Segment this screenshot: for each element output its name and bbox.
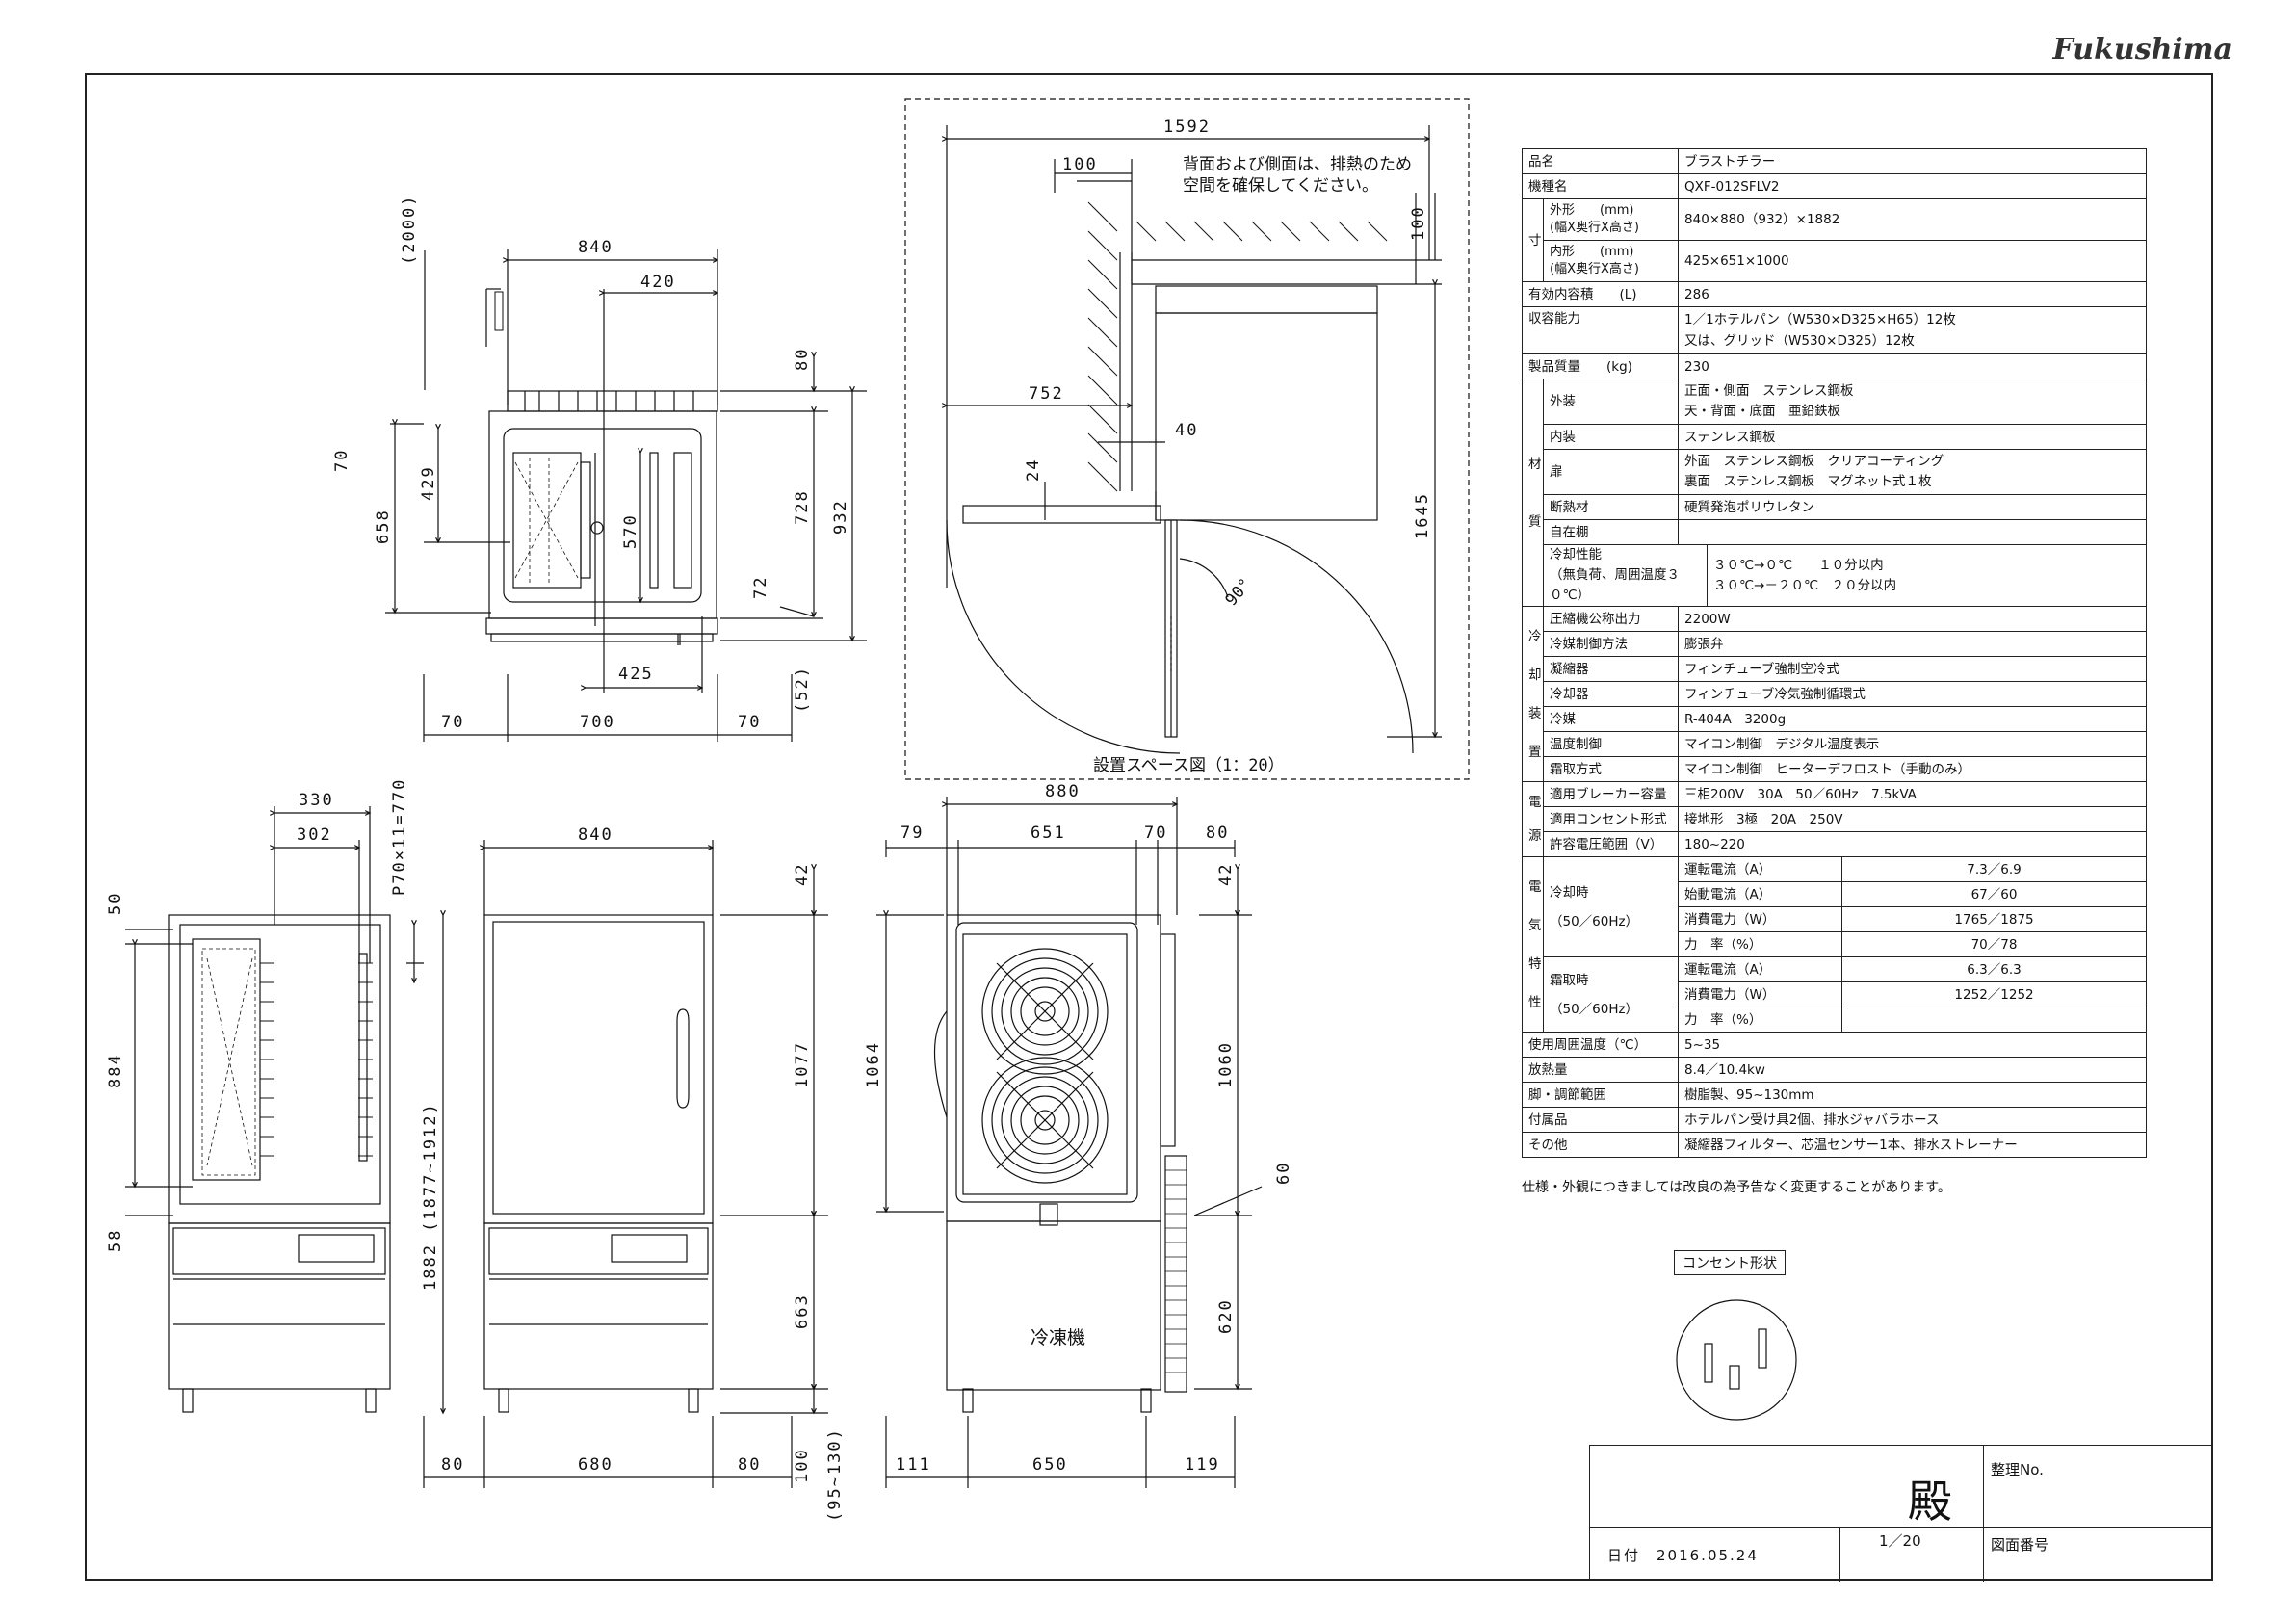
control-number-label: 整理No. [1991, 1461, 2044, 1478]
plan-dim-570: 570 [621, 513, 640, 549]
dim-1592: 1592 [1163, 118, 1211, 137]
plan-dim-932: 932 [831, 499, 850, 535]
scale-label: 1／20 [1879, 1532, 1921, 1550]
side-dim-111: 111 [896, 1455, 931, 1475]
front-dim-80-b: 80 [738, 1455, 761, 1475]
side-dim-880: 880 [1045, 782, 1081, 801]
side-dim-42: 42 [1216, 863, 1236, 886]
front-dim-100: 100 [793, 1448, 812, 1483]
front-dim-1077: 1077 [793, 1041, 812, 1088]
drawing-number-label: 図面番号 [1991, 1536, 2049, 1554]
side-dim-650: 650 [1032, 1455, 1068, 1475]
left-dim-302: 302 [297, 825, 332, 845]
plan-dim-840: 840 [578, 238, 613, 257]
plan-dim-429: 429 [419, 465, 438, 501]
side-dim-80: 80 [1206, 824, 1229, 843]
install-title: 設置スペース図（1：20） [1093, 756, 1285, 775]
plan-dim-2000: (2000) [400, 195, 419, 265]
plan-dim-70-a: 70 [441, 713, 464, 732]
dim-40: 40 [1175, 421, 1198, 440]
plan-dim-72: 72 [751, 576, 770, 599]
plan-dim-728: 728 [793, 489, 812, 525]
plan-dim-700: 700 [580, 713, 615, 732]
left-dim-330: 330 [299, 791, 334, 810]
front-dim-663: 663 [793, 1294, 812, 1329]
side-dim-60: 60 [1274, 1162, 1293, 1185]
outlet-symbol [1676, 1299, 1797, 1421]
consent-label: コンセント形状 [1674, 1250, 1786, 1275]
front-dim-680: 680 [578, 1455, 613, 1475]
date-label: 日付 2016.05.24 [1607, 1547, 1759, 1564]
front-dim-42: 42 [793, 863, 812, 886]
left-dim-884: 884 [106, 1053, 125, 1088]
drawing-frame [85, 73, 2213, 1581]
side-dim-70: 70 [1144, 824, 1167, 843]
plan-dim-425: 425 [618, 665, 654, 684]
dim-752: 752 [1029, 384, 1064, 404]
plan-dim-420: 420 [640, 273, 676, 292]
plan-dim-70-b: 70 [738, 713, 761, 732]
front-dim-840: 840 [578, 825, 613, 845]
plan-dim-52: (52) [793, 666, 812, 713]
title-block: 殿 整理No. 日付 2016.05.24 1／20 図面番号 [1589, 1445, 2213, 1582]
condensing-unit-label: 冷凍機 [1031, 1327, 1085, 1348]
side-dim-651: 651 [1031, 824, 1066, 843]
left-dim-50: 50 [106, 892, 125, 915]
install-note-1: 背面および側面は、排熱のため [1183, 155, 1412, 174]
angle-label: 90° [1222, 575, 1256, 610]
front-dim-95: (95~130) [825, 1427, 845, 1522]
customer-suffix: 殿 [1908, 1476, 1952, 1528]
brand-logo: Fukushima [2052, 33, 2232, 66]
front-dim-80-a: 80 [441, 1455, 464, 1475]
side-dim-620: 620 [1216, 1298, 1236, 1334]
plan-dim-70: 70 [332, 449, 352, 472]
side-dim-1060: 1060 [1216, 1041, 1236, 1088]
left-dim-pitch: P70×11=770 [390, 778, 409, 896]
side-dim-1064: 1064 [864, 1041, 883, 1088]
left-dim-1882: 1882 (1877~1912) [421, 1102, 440, 1291]
dim-100-a: 100 [1062, 155, 1098, 174]
plan-dim-658: 658 [374, 509, 393, 544]
install-view-frame [904, 98, 1470, 780]
plan-dim-80: 80 [793, 348, 812, 371]
dim-1645: 1645 [1413, 492, 1432, 539]
left-dim-58: 58 [106, 1229, 125, 1252]
side-dim-79: 79 [900, 824, 924, 843]
side-dim-119: 119 [1185, 1455, 1220, 1475]
spec-note: 仕様・外観につきましては改良の為予告なく変更することがあります。 [1522, 1180, 1951, 1195]
dim-100-b: 100 [1409, 205, 1428, 241]
install-note-2: 空間を確保してください。 [1183, 176, 1378, 196]
dim-24: 24 [1024, 458, 1043, 482]
